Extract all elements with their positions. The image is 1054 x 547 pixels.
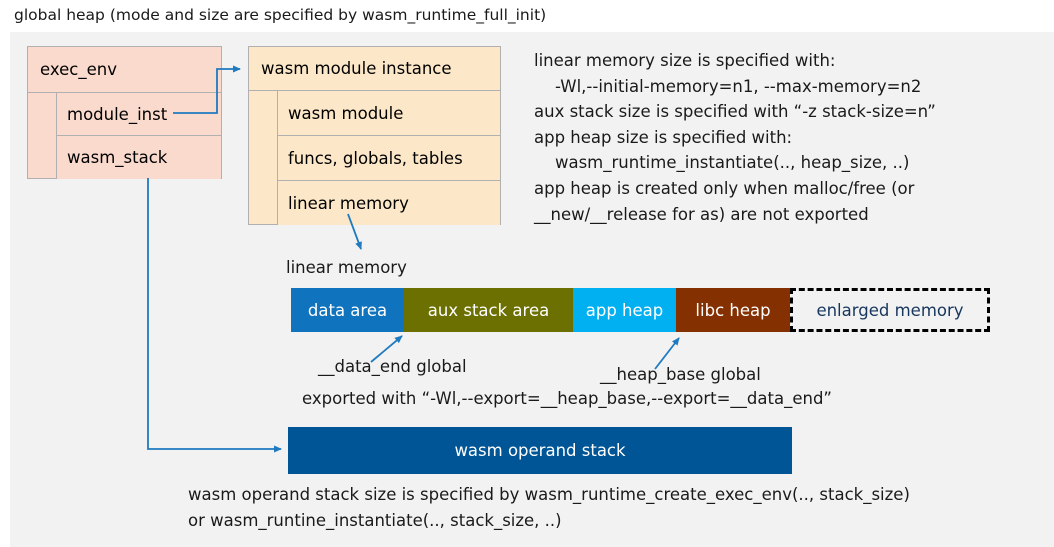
module-instance-header: wasm module instance <box>249 47 500 91</box>
memory-segment-data-area-label: data area <box>307 300 388 320</box>
annotation-data-end: __data_end global <box>318 357 467 376</box>
module-instance-field-linear-memory: linear memory <box>277 181 500 225</box>
exec-env-header-label: exec_env <box>40 60 117 79</box>
operand-stack-note-text: wasm operand stack size is specified by … <box>188 485 910 530</box>
linear-memory-bar: data area aux stack area app heap libc h… <box>291 288 990 332</box>
module-instance-field-funcs-globals-tables-label: funcs, globals, tables <box>288 148 463 168</box>
exec-env-field-wasm-stack: wasm_stack <box>56 136 221 179</box>
module-instance-header-label: wasm module instance <box>261 59 452 78</box>
memory-segment-libc-heap-label: libc heap <box>695 300 771 320</box>
exec-env-box: exec_env module_inst wasm_stack <box>27 46 222 179</box>
exec-env-header: exec_env <box>28 47 221 93</box>
exec-env-field-wasm-stack-label: wasm_stack <box>67 148 168 167</box>
memory-segment-libc-heap: libc heap <box>676 288 790 332</box>
linear-memory-caption: linear memory <box>286 258 407 277</box>
wasm-operand-stack-bar: wasm operand stack <box>288 427 792 474</box>
memory-segment-enlarged-memory: enlarged memory <box>790 288 990 332</box>
memory-segment-enlarged-memory-label: enlarged memory <box>816 300 964 320</box>
annotation-heap-base: __heap_base global <box>600 365 761 384</box>
runtime-notes-text: linear memory size is specified with: -W… <box>534 51 936 224</box>
wasm-operand-stack-label: wasm operand stack <box>454 441 626 460</box>
wasm-module-instance-box: wasm module instance wasm module funcs, … <box>248 46 501 225</box>
page-title: global heap (mode and size are specified… <box>14 6 547 24</box>
exec-env-field-module-inst-label: module_inst <box>67 104 168 124</box>
annotation-exported-with: exported with “-Wl,--export=__heap_base,… <box>302 389 832 408</box>
module-instance-field-funcs-globals-tables: funcs, globals, tables <box>277 136 500 181</box>
memory-segment-app-heap: app heap <box>573 288 676 332</box>
module-instance-field-wasm-module: wasm module <box>277 91 500 136</box>
memory-segment-aux-stack-area: aux stack area <box>404 288 573 332</box>
memory-segment-data-area: data area <box>291 288 404 332</box>
memory-segment-app-heap-label: app heap <box>585 300 664 320</box>
module-instance-field-linear-memory-label: linear memory <box>288 193 409 213</box>
exec-env-field-module-inst: module_inst <box>56 93 221 136</box>
memory-segment-aux-stack-area-label: aux stack area <box>427 300 550 320</box>
module-instance-field-wasm-module-label: wasm module <box>288 103 404 123</box>
